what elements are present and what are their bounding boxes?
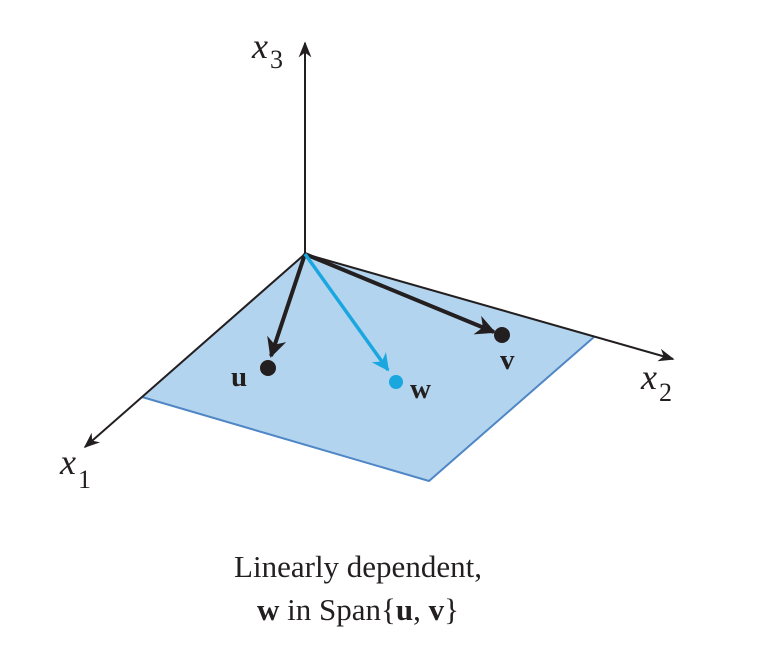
vector-u-label: u bbox=[231, 361, 247, 393]
caption-line-2: w in Span{u, v} bbox=[0, 590, 716, 630]
x1-base: x bbox=[59, 442, 76, 482]
vector-w: w bbox=[303, 252, 431, 405]
caption-u: u bbox=[395, 592, 414, 627]
plane-face bbox=[142, 254, 594, 481]
x1-axis-label: x1 bbox=[59, 442, 91, 494]
caption-line-1: Linearly dependent, bbox=[0, 547, 716, 587]
vector-v-label: v bbox=[500, 344, 515, 376]
span-plane bbox=[141, 254, 595, 483]
vector-u-point bbox=[260, 360, 276, 376]
vector-v-point bbox=[494, 327, 510, 343]
caption-v: v bbox=[428, 592, 445, 627]
caption-comma: , bbox=[413, 592, 429, 627]
x2-sub: 2 bbox=[659, 378, 672, 407]
vector-w-point bbox=[389, 375, 403, 389]
x2-base: x bbox=[640, 357, 657, 397]
vector-v-arrow bbox=[304, 252, 496, 335]
x2-axis bbox=[304, 253, 675, 362]
x1-axis bbox=[83, 253, 306, 449]
vector-w-label: w bbox=[410, 373, 431, 405]
caption-line-1-text: Linearly dependent, bbox=[234, 549, 482, 584]
axes bbox=[83, 41, 675, 449]
vector-v: v bbox=[304, 252, 515, 376]
vector-u-arrow bbox=[267, 253, 307, 358]
caption-close-brace: } bbox=[444, 592, 460, 627]
x3-base: x bbox=[251, 26, 268, 66]
caption-span-text: in Span{ bbox=[279, 592, 396, 627]
caption-w: w bbox=[256, 592, 280, 627]
x2-axis-label: x2 bbox=[640, 357, 672, 407]
x3-axis-label: x3 bbox=[251, 26, 283, 74]
x3-sub: 3 bbox=[270, 45, 283, 74]
vector-u: u bbox=[231, 253, 307, 393]
plane-front-edge bbox=[141, 336, 595, 483]
x1-sub: 1 bbox=[78, 465, 91, 494]
vector-w-arrow bbox=[303, 252, 390, 372]
